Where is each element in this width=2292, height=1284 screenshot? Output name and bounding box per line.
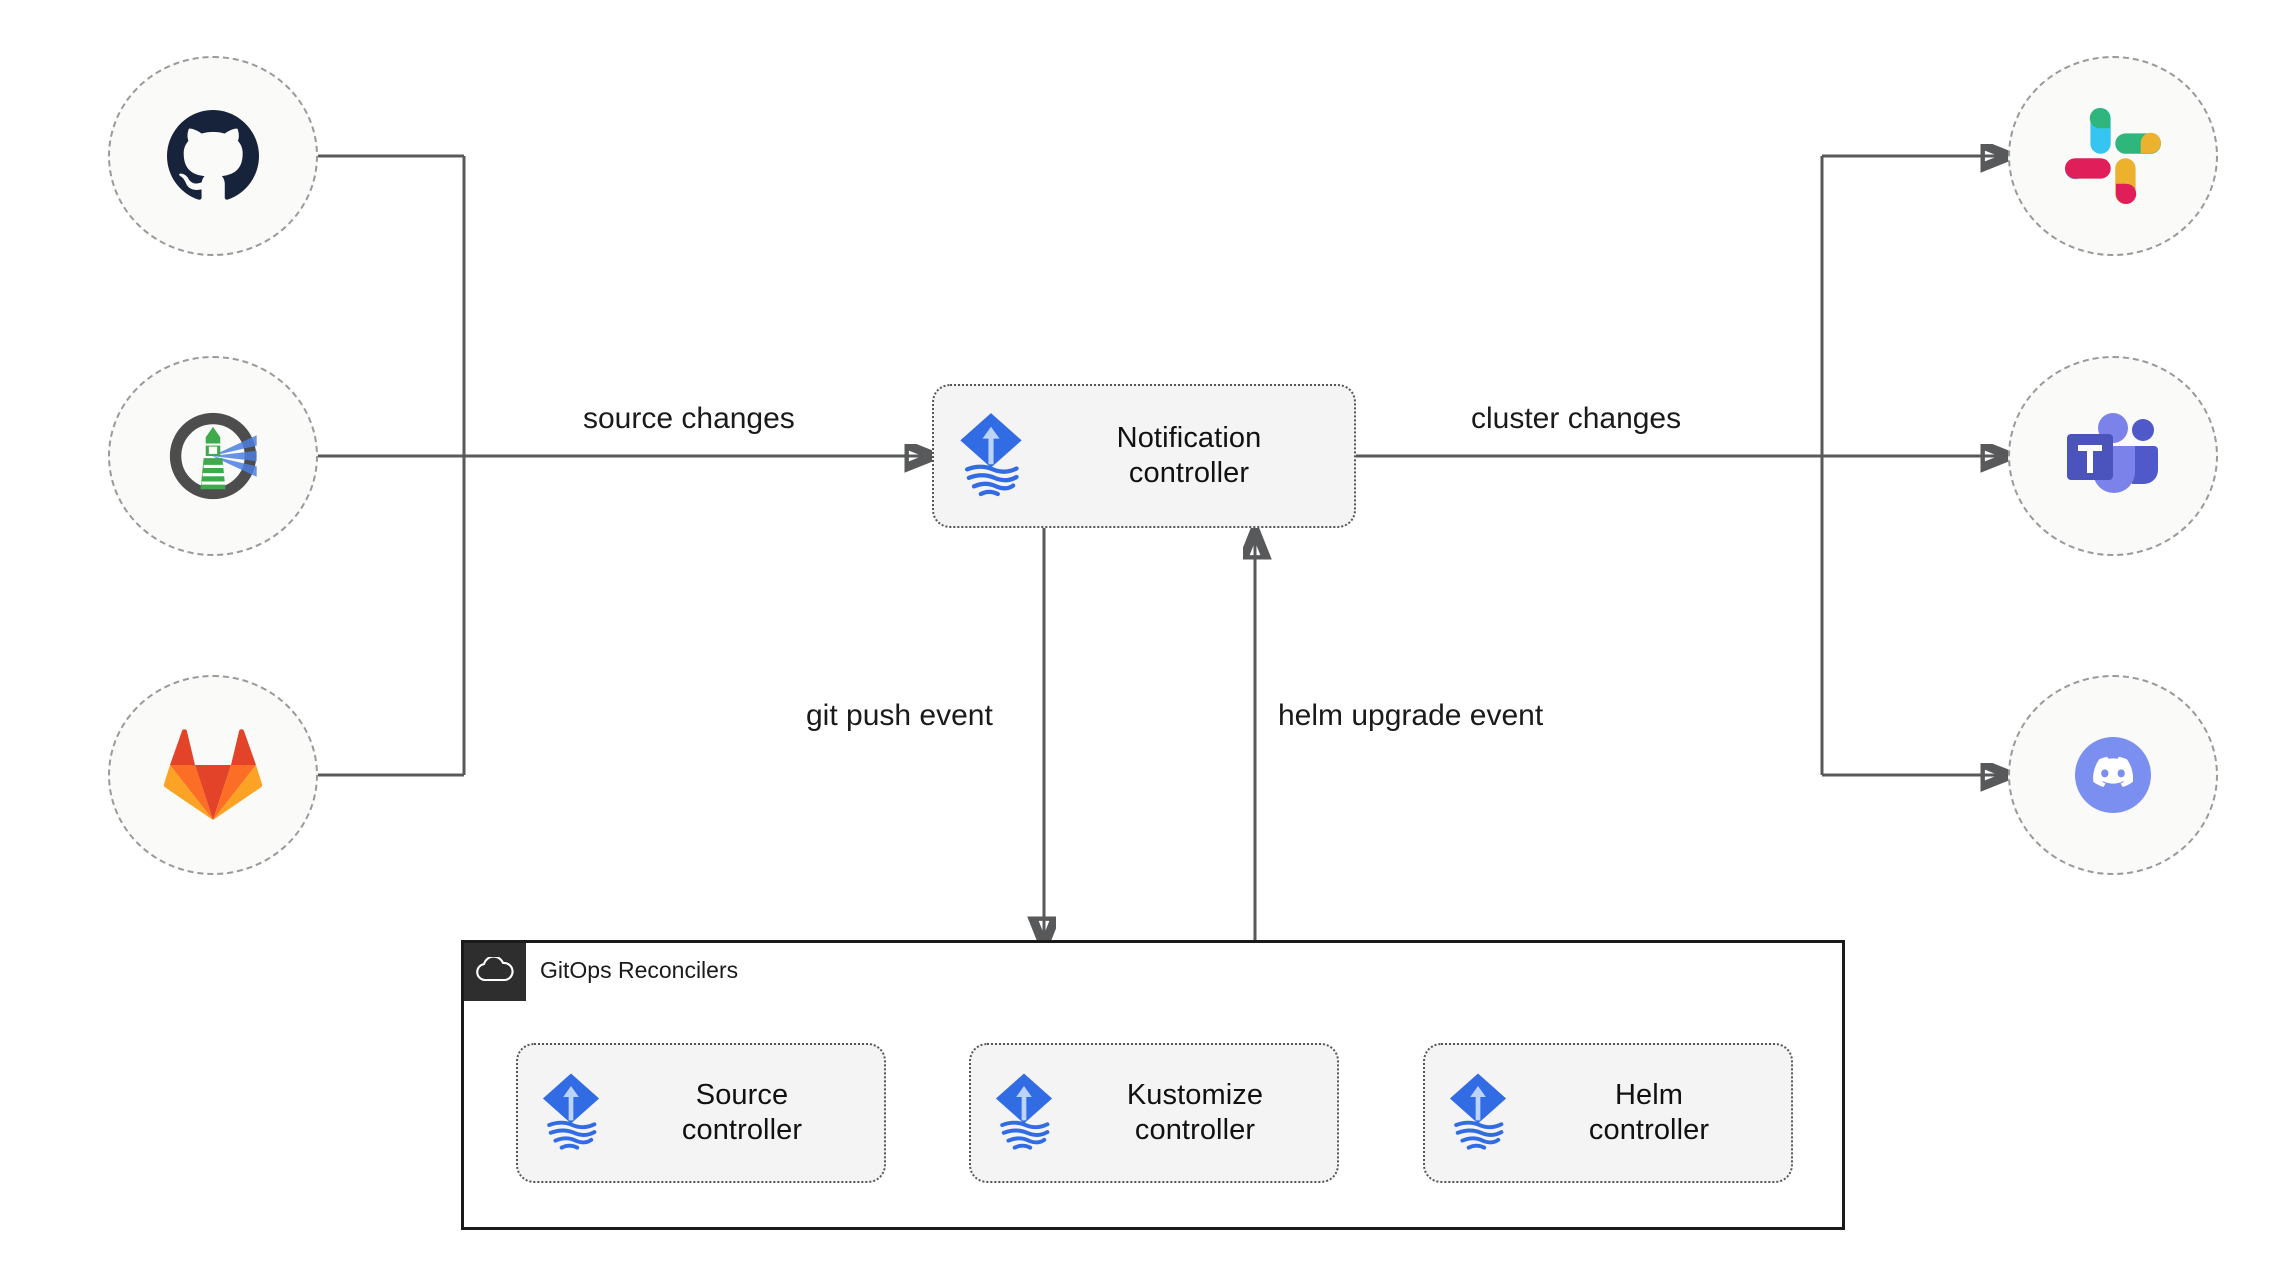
node-line-2: controller <box>1128 457 1250 489</box>
node-line-1: Notification <box>1116 421 1262 454</box>
endpoint-slack[interactable] <box>2008 56 2218 256</box>
endpoint-flux-source[interactable] <box>108 356 318 556</box>
node-line-1: Helm <box>1614 1078 1684 1111</box>
node-label-source-controller: Source controller <box>620 1078 870 1149</box>
microsoft-teams-icon <box>2061 408 2165 504</box>
edge-label-cluster-changes: cluster changes <box>1465 402 1688 436</box>
discord-icon <box>2061 723 2165 827</box>
node-helm-controller[interactable]: Helm controller <box>1423 1043 1793 1183</box>
flux-cd-icon <box>1439 1068 1517 1159</box>
endpoint-github[interactable] <box>108 56 318 256</box>
node-label-notification-controller: Notification controller <box>1044 421 1340 492</box>
flux-cd-icon <box>985 1068 1063 1159</box>
gitlab-icon <box>163 728 263 822</box>
flux-lighthouse-icon <box>161 404 265 508</box>
node-kustomize-controller[interactable]: Kustomize controller <box>969 1043 1339 1183</box>
node-line-2: controller <box>681 1114 803 1146</box>
endpoint-discord[interactable] <box>2008 675 2218 875</box>
github-icon <box>165 108 261 204</box>
cloud-icon <box>476 955 514 988</box>
group-badge <box>464 943 526 1001</box>
node-notification-controller[interactable]: Notification controller <box>932 384 1356 528</box>
flux-cd-icon <box>948 408 1034 505</box>
node-source-controller[interactable]: Source controller <box>516 1043 886 1183</box>
edge-label-source-changes: source changes <box>577 402 801 436</box>
node-line-2: controller <box>1134 1114 1256 1146</box>
node-label-helm-controller: Helm controller <box>1527 1078 1777 1149</box>
group-gitops-reconcilers: GitOps Reconcilers Source controller <box>461 940 1845 1230</box>
node-label-kustomize-controller: Kustomize controller <box>1073 1078 1323 1149</box>
node-line-2: controller <box>1588 1114 1710 1146</box>
slack-icon <box>2065 108 2161 204</box>
node-line-1: Source <box>695 1078 789 1111</box>
flux-cd-icon <box>532 1068 610 1159</box>
endpoint-microsoft-teams[interactable] <box>2008 356 2218 556</box>
group-title: GitOps Reconcilers <box>540 957 739 983</box>
endpoint-gitlab[interactable] <box>108 675 318 875</box>
edge-label-helm-upgrade-event: helm upgrade event <box>1272 699 1550 733</box>
edge-label-git-push-event: git push event <box>800 699 999 733</box>
node-line-1: Kustomize <box>1126 1078 1264 1111</box>
